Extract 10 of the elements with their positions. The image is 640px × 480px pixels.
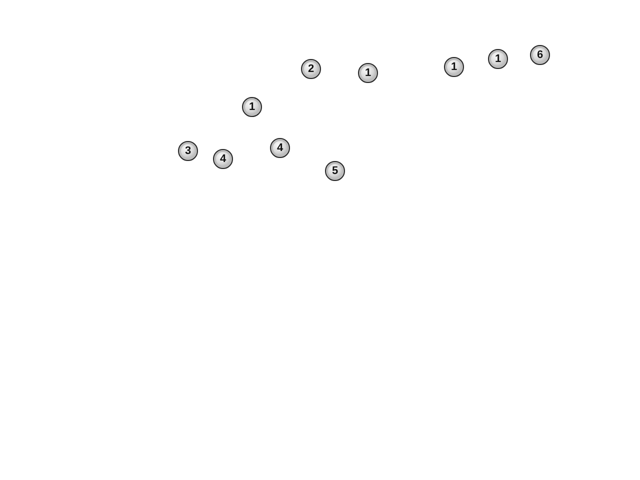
callout-number: 5 — [325, 161, 345, 181]
callout-number: 6 — [530, 45, 550, 65]
callout-number: 2 — [301, 59, 321, 79]
callout-number: 1 — [444, 57, 464, 77]
callout-number: 1 — [242, 97, 262, 117]
callout-number: 4 — [270, 138, 290, 158]
callout-number: 1 — [358, 63, 378, 83]
callout-number: 4 — [213, 149, 233, 169]
callout-number: 3 — [178, 141, 198, 161]
callout-number: 1 — [488, 49, 508, 69]
